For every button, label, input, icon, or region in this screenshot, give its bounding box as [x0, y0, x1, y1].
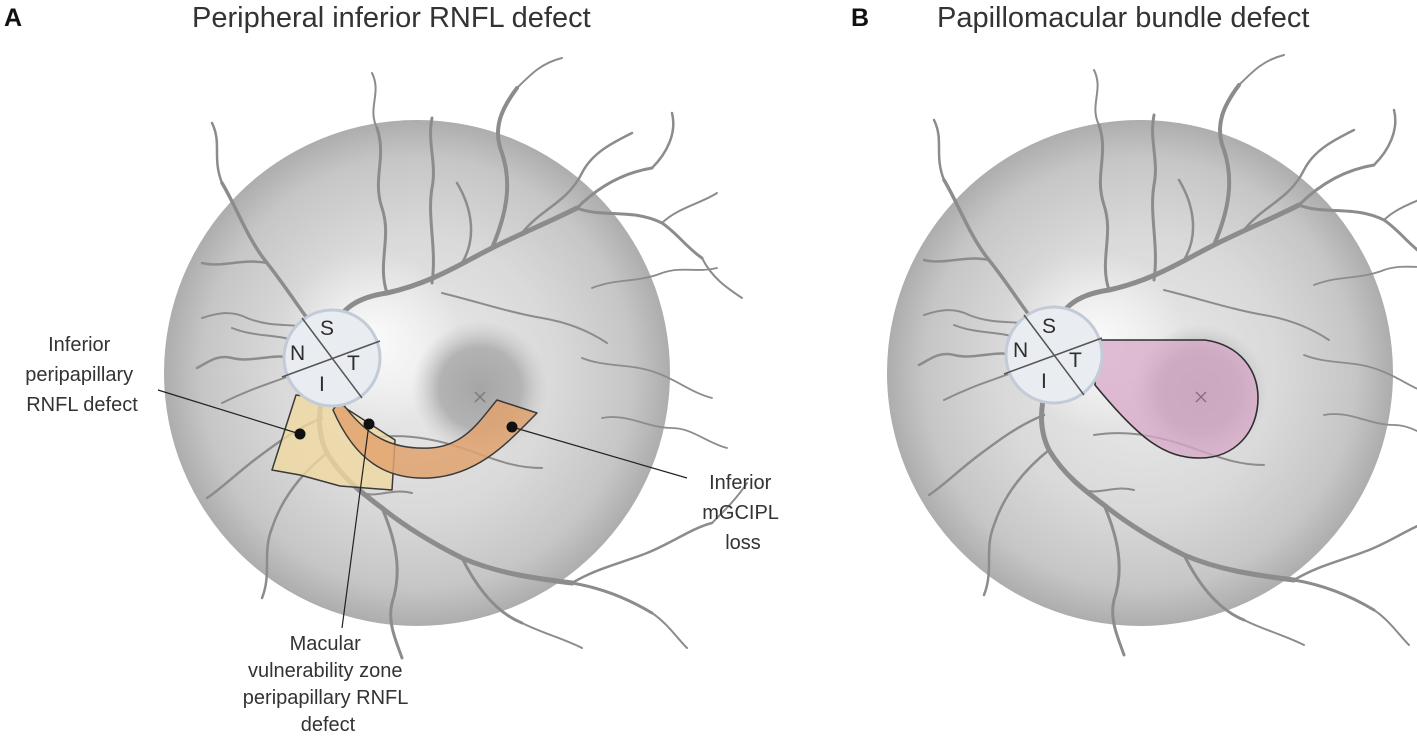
optic-disc-b: S N T I — [1003, 305, 1104, 405]
quadrant-superior: S — [1042, 315, 1056, 338]
leader-macular-vulnerability — [341, 423, 370, 629]
papillomacular-defect-region — [1094, 339, 1259, 459]
marker-dot — [506, 421, 518, 433]
optic-disc-a: S N T I — [281, 308, 382, 408]
panel-title-b: Papillomacular bundle defect — [937, 2, 1309, 34]
callout-mgcipl: Inferior mGCIPL loss — [702, 472, 784, 554]
quadrant-temporal: T — [347, 352, 360, 375]
panel-b: B Papillomacular bundle defect S N — [851, 2, 1417, 655]
leader-peripapillary — [157, 389, 301, 435]
quadrant-temporal: T — [1069, 349, 1082, 372]
quadrant-superior: S — [320, 317, 334, 340]
quadrant-divider — [1003, 337, 1103, 375]
panel-title-a: Peripheral inferior RNFL defect — [192, 2, 591, 34]
marker-dot — [294, 428, 306, 440]
leader-lines — [157, 389, 688, 629]
panel-letter-b: B — [851, 4, 869, 32]
quadrant-nasal: N — [290, 342, 305, 365]
fundus-b: S N T I — [887, 55, 1417, 655]
quadrant-inferior: I — [1041, 370, 1047, 393]
quadrant-inferior: I — [319, 373, 325, 396]
marker-dot — [363, 418, 375, 430]
callout-inferior-peripapillary: Inferior peripapillary RNFL defect — [25, 334, 138, 416]
fovea-marker — [1195, 391, 1207, 403]
fovea-marker — [474, 391, 486, 403]
panel-a: A Peripheral inferior RNFL defect S — [4, 2, 784, 736]
fundus-a: S N T I — [157, 58, 747, 658]
panel-letter-a: A — [4, 4, 22, 32]
quadrant-nasal: N — [1013, 339, 1028, 362]
leader-mgcipl — [511, 426, 688, 479]
callout-macular-vulnerability: Macular vulnerability zone peripapillary… — [243, 633, 413, 736]
mgcipl-loss-region — [332, 399, 538, 479]
quadrant-divider — [281, 340, 381, 378]
